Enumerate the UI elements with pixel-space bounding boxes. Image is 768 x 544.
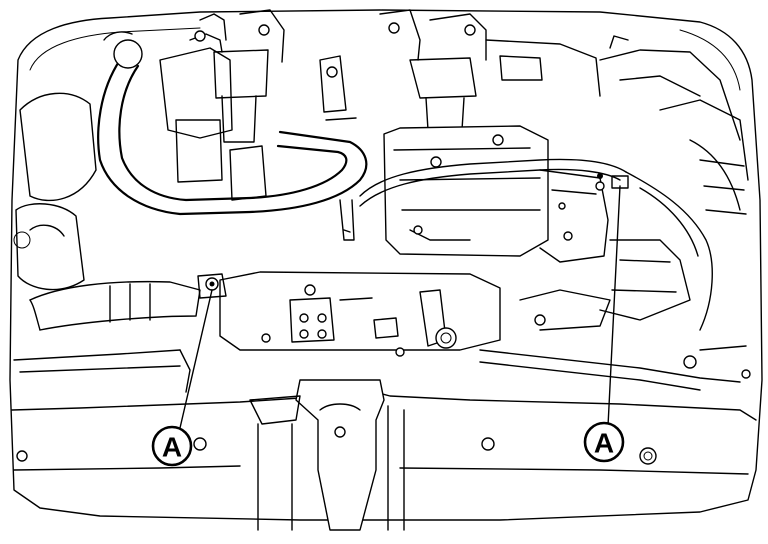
upper-brackets — [194, 9, 601, 143]
callout-left-label: A — [162, 432, 182, 463]
upper-radiator-hose — [97, 31, 368, 216]
front-cross-member — [11, 349, 757, 475]
callout-left: A — [151, 425, 193, 467]
right-components — [519, 35, 749, 369]
callout-leaders — [179, 185, 621, 429]
callout-right-label: A — [594, 428, 614, 459]
engine-bay-outline — [9, 9, 763, 521]
callout-right: A — [583, 421, 625, 463]
left-components — [13, 33, 267, 331]
wire-harness — [359, 158, 713, 331]
lower-bracket-plate — [219, 271, 501, 357]
ground-bolt-left — [197, 273, 227, 299]
hood-latch-support — [249, 379, 405, 531]
